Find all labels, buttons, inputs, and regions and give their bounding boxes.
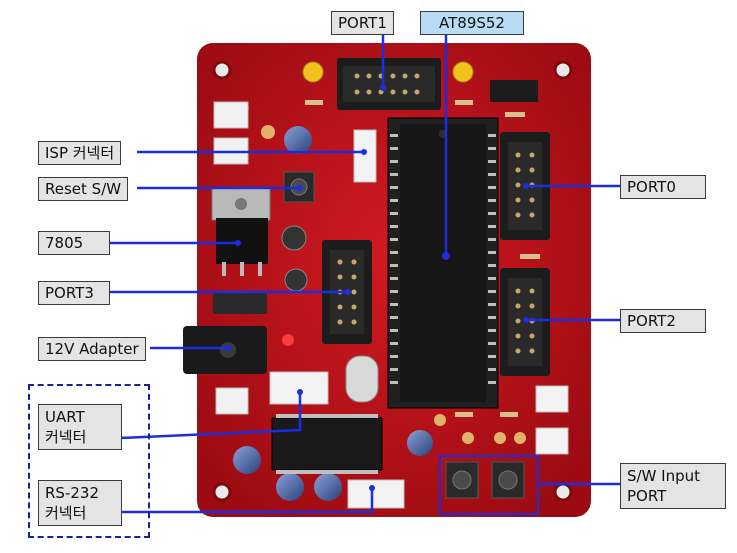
label-port0: PORT0 bbox=[620, 175, 706, 199]
label-port1: PORT1 bbox=[331, 11, 394, 35]
label-port2: PORT2 bbox=[620, 309, 706, 333]
mounting-hole bbox=[212, 60, 232, 80]
12v-out-connector bbox=[213, 101, 249, 129]
label-12v-adapter: 12V Adapter bbox=[38, 337, 146, 361]
label-rs232-line1: RS-232 bbox=[45, 484, 99, 502]
dc-input-connector bbox=[215, 387, 249, 415]
label-sw-input-line2: PORT bbox=[627, 487, 667, 505]
line-rs232 bbox=[120, 488, 374, 514]
label-uart-connector: UART 커넥터 bbox=[38, 404, 122, 450]
label-uart-line2: 커넥터 bbox=[45, 428, 87, 446]
label-port3: PORT3 bbox=[38, 281, 110, 305]
power-switch bbox=[213, 292, 267, 314]
capacitor bbox=[233, 446, 261, 474]
regulator-7805 bbox=[216, 218, 268, 264]
label-sw-input-line1: S/W Input bbox=[627, 467, 701, 485]
power-led bbox=[282, 334, 294, 346]
capacitor bbox=[407, 430, 433, 456]
mounting-hole bbox=[212, 482, 232, 502]
5v-out-connector-right bbox=[535, 427, 569, 455]
at89s52-chip bbox=[400, 124, 486, 402]
capacitor bbox=[284, 126, 312, 154]
mounting-hole bbox=[553, 482, 573, 502]
12v-out-connector-right bbox=[535, 385, 569, 413]
small-cap bbox=[261, 125, 275, 139]
capacitor bbox=[314, 473, 342, 501]
led-yellow bbox=[452, 61, 474, 83]
crystal bbox=[345, 355, 379, 403]
line-uart bbox=[119, 392, 302, 440]
rs232-connector bbox=[347, 479, 405, 509]
label-rs232-connector: RS-232 커넥터 bbox=[38, 480, 122, 526]
label-reset-switch: Reset S/W bbox=[38, 177, 129, 201]
sw-input-highlight-box bbox=[439, 455, 539, 515]
label-sw-input-port: S/W Input PORT bbox=[620, 463, 726, 509]
capacitor bbox=[276, 473, 304, 501]
label-uart-line1: UART bbox=[45, 408, 85, 426]
isp-connector bbox=[353, 129, 377, 183]
capacitor bbox=[281, 225, 307, 251]
serial-connectors-group bbox=[28, 384, 150, 538]
small-cap bbox=[434, 414, 446, 426]
led-yellow bbox=[302, 61, 324, 83]
jumper-block bbox=[490, 80, 538, 102]
max232-chip bbox=[271, 417, 383, 471]
label-7805: 7805 bbox=[38, 231, 110, 255]
mounting-hole bbox=[553, 60, 573, 80]
capacitor bbox=[284, 268, 308, 292]
label-isp-connector: ISP 커넥터 bbox=[38, 141, 122, 165]
label-at89s52: AT89S52 bbox=[420, 11, 524, 35]
label-rs232-line2: 커넥터 bbox=[45, 504, 87, 522]
